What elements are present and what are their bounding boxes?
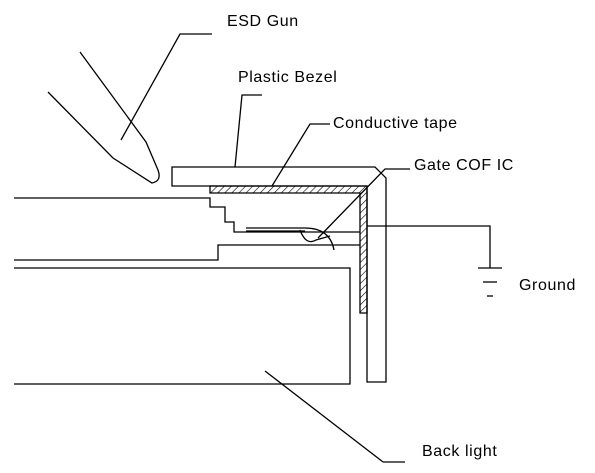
label-conductive-tape: Conductive tape: [333, 115, 458, 132]
plastic-bezel: [171, 166, 387, 383]
label-back-light: Back light: [422, 443, 497, 460]
conductive-tape: [209, 185, 368, 314]
ground-connection: [367, 225, 502, 297]
cof-chip: [299, 229, 331, 243]
leader-esd-gun: [120, 33, 212, 141]
gate-cof-ic: [246, 227, 335, 251]
leader-plastic-bezel: [234, 94, 262, 168]
label-esd-gun: ESD Gun: [227, 13, 299, 30]
leader-back-light: [264, 370, 405, 463]
esd-gun-body: [47, 51, 160, 184]
leader-conductive-tape: [271, 123, 330, 187]
label-plastic-bezel: Plastic Bezel: [238, 69, 337, 86]
display-panel: [14, 197, 360, 261]
label-ground: Ground: [519, 277, 576, 294]
leader-gate-cof-ic: [317, 168, 410, 239]
leader-lines: [120, 33, 410, 463]
esd-gun: [47, 51, 160, 184]
ground-wire: [367, 225, 491, 268]
label-gate-cof-ic: Gate COF IC: [414, 157, 514, 174]
back-light: [14, 267, 351, 385]
